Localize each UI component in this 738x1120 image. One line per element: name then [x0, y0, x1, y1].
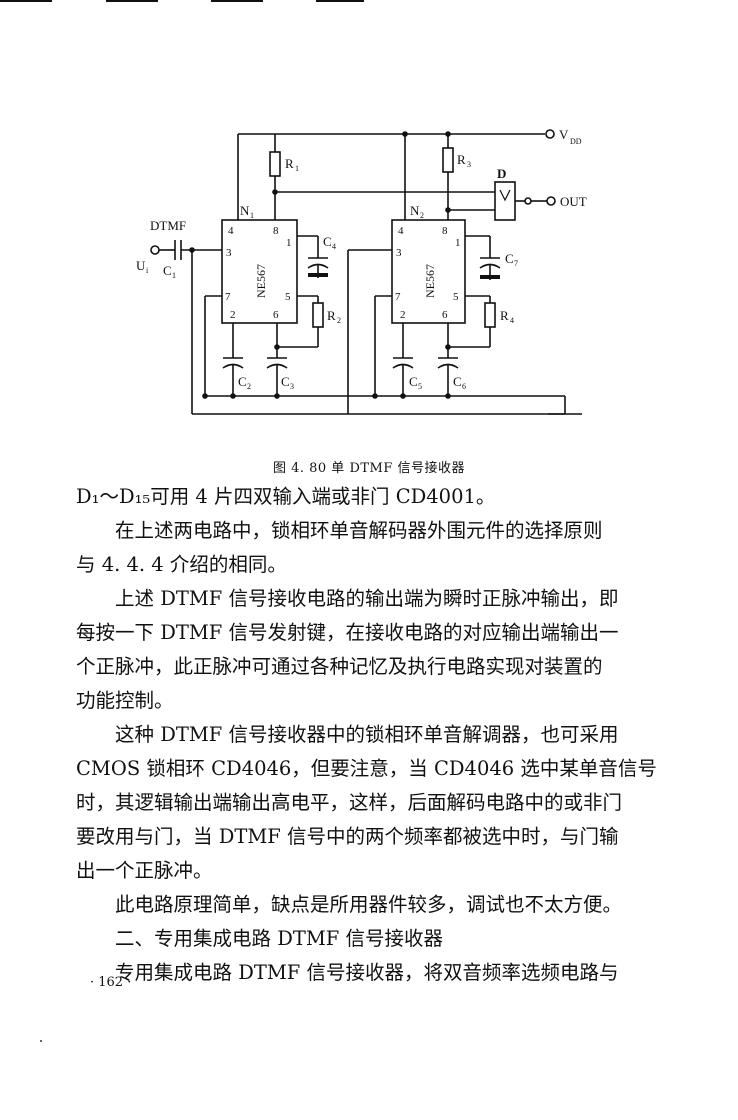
text-line: 上述 DTMF 信号接收电路的输出端为瞬时正脉冲输出，即	[115, 587, 619, 610]
chip1-label: NE567	[254, 264, 268, 298]
c5-label: C	[409, 374, 418, 389]
figure-caption: 图 4. 80 单 DTMF 信号接收器	[272, 461, 466, 476]
chip1-pin1: 1	[286, 237, 292, 249]
n1-label: N	[240, 203, 250, 218]
c7-sub: 7	[514, 259, 518, 268]
r4-sub: 4	[510, 316, 514, 325]
paragraph-1: D₁～D₁₅可用 4 片四双输入端或非门 CD4001。	[76, 480, 656, 514]
r3-label: R	[457, 152, 466, 167]
chip2-pin2: 2	[400, 309, 406, 321]
r2-label: R	[327, 308, 336, 323]
out-label: OUT	[560, 194, 587, 209]
paragraph-7: 专用集成电路 DTMF 信号接收器，将双音频率选频电路与	[76, 956, 656, 990]
paragraph-2: 在上述两电路中，锁相环单音解码器外围元件的选择原则 与 4. 4. 4 介绍的相…	[76, 514, 656, 582]
scan-speck	[40, 1040, 42, 1042]
chip2-pin1: 1	[455, 237, 461, 249]
c4-sub: 4	[332, 242, 336, 251]
paragraph-4: 这种 DTMF 信号接收器中的锁相环单音解调器，也可采用 CMOS 锁相环 CD…	[76, 718, 657, 888]
scan-mark	[211, 0, 263, 2]
c1-label: C	[163, 263, 172, 278]
r4-label: R	[500, 308, 509, 323]
chip1-pin5: 5	[285, 291, 291, 303]
c6-label: C	[453, 374, 462, 389]
text-line: 专用集成电路 DTMF 信号接收器，将双音频率选频电路与	[115, 961, 619, 984]
chip2-pin5: 5	[453, 291, 459, 303]
text-line: 二、专用集成电路 DTMF 信号接收器	[115, 927, 444, 950]
n2-sub: 2	[420, 211, 424, 220]
c2-sub: 2	[247, 382, 251, 391]
c7-label: C	[505, 251, 514, 266]
text-line: 与 4. 4. 4 介绍的相同。	[76, 553, 287, 576]
c4-label: C	[323, 234, 332, 249]
r3-sub: 3	[467, 160, 471, 169]
chip1-pin3: 3	[226, 247, 232, 259]
c1-sub: 1	[172, 271, 176, 280]
c3-sub: 3	[290, 382, 294, 391]
paragraph-3: 上述 DTMF 信号接收电路的输出端为瞬时正脉冲输出，即 每按一下 DTMF 信…	[76, 582, 656, 718]
chip2-label: NE567	[423, 264, 437, 298]
text-line: 此电路原理简单，缺点是所用器件较多，调试也不太方便。	[115, 893, 623, 916]
n1-sub: 1	[250, 211, 254, 220]
text-line: 功能控制。	[76, 689, 174, 712]
gate-d-label: D	[497, 166, 506, 181]
paragraph-5: 此电路原理简单，缺点是所用器件较多，调试也不太方便。	[76, 888, 656, 922]
text-line: 时，其逻辑输出端输出高电平，这样，后面解码电路中的或非门	[76, 791, 623, 814]
scan-mark	[0, 0, 52, 2]
chip1-pin6: 6	[273, 309, 279, 321]
text-line: 出一个正脉冲。	[76, 859, 213, 882]
scan-mark	[106, 0, 158, 2]
chip1-pin4: 4	[228, 225, 234, 237]
u-label: U	[136, 258, 146, 273]
u-sub: i	[146, 266, 149, 275]
c2-label: C	[238, 374, 247, 389]
text-line: D₁～D₁₅可用 4 片四双输入端或非门 CD4001。	[76, 485, 496, 508]
r1-label: R	[285, 156, 294, 171]
chip2-pin6: 6	[442, 309, 448, 321]
text-line: 要改用与门，当 DTMF 信号中的两个频率都被选中时，与门输	[76, 825, 619, 848]
chip2-pin3: 3	[396, 247, 402, 259]
text-line: 在上述两电路中，锁相环单音解码器外围元件的选择原则	[115, 519, 603, 542]
page-number: · 162 ·	[90, 975, 132, 990]
chip1-pin8: 8	[273, 225, 279, 237]
scan-mark	[316, 0, 364, 2]
c6-sub: 6	[462, 382, 466, 391]
n2-label: N	[410, 203, 420, 218]
c5-sub: 5	[418, 382, 422, 391]
section-heading: 二、专用集成电路 DTMF 信号接收器	[76, 922, 656, 956]
r2-sub: 2	[337, 316, 341, 325]
chip2-pin7: 7	[395, 291, 401, 303]
text-line: 每按一下 DTMF 信号发射键，在接收电路的对应输出端输出一	[76, 621, 619, 644]
r1-sub: 1	[295, 164, 299, 173]
chip2-pin8: 8	[442, 225, 448, 237]
chip2-pin4: 4	[398, 225, 404, 237]
c3-label: C	[281, 374, 290, 389]
circuit-diagram: V DD OUT D DTMF U i R 1 R 3 R 2 R 4 C 1 …	[136, 127, 587, 415]
chip1-pin7: 7	[225, 291, 231, 303]
vdd-sub: DD	[570, 137, 582, 146]
text-line: 这种 DTMF 信号接收器中的锁相环单音解调器，也可采用	[115, 723, 619, 746]
chip1-pin2: 2	[230, 309, 236, 321]
text-line: CMOS 锁相环 CD4046，但要注意，当 CD4046 选中某单音信号	[76, 757, 657, 780]
vdd-label: V	[559, 127, 569, 142]
dtmf-label: DTMF	[150, 218, 186, 233]
scan-speck	[590, 975, 592, 977]
text-line: 个正脉冲，此正脉冲可通过各种记忆及执行电路实现对装置的	[76, 655, 603, 678]
